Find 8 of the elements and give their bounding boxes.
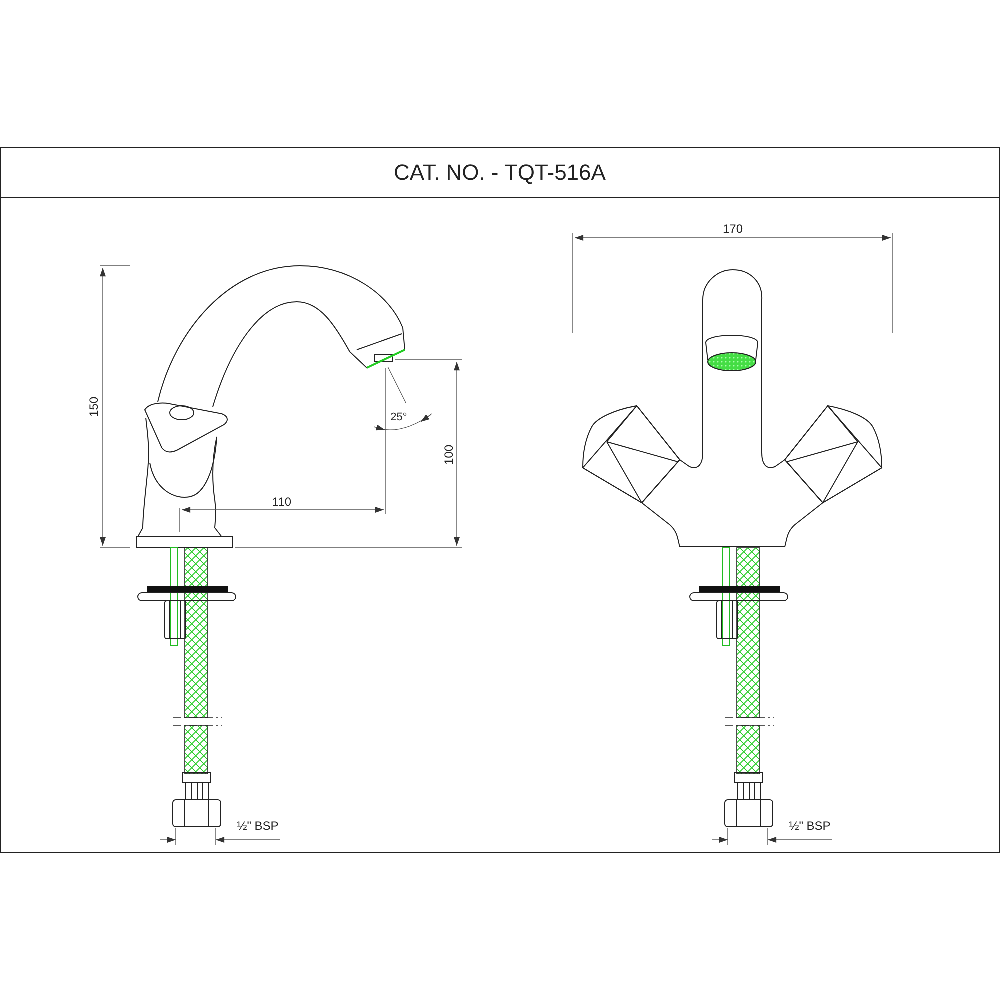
dimension-label: 170 bbox=[722, 223, 744, 235]
dimension-label: 150 bbox=[88, 396, 100, 418]
dimension-label: ½" BSP bbox=[789, 820, 831, 832]
dimension-label: ½" BSP bbox=[237, 820, 279, 832]
title: CAT. NO. - TQT-516A bbox=[394, 160, 606, 186]
dimension-label: 25° bbox=[390, 412, 408, 424]
dimension-label: 110 bbox=[272, 496, 292, 508]
dimension-label: 100 bbox=[443, 444, 455, 466]
